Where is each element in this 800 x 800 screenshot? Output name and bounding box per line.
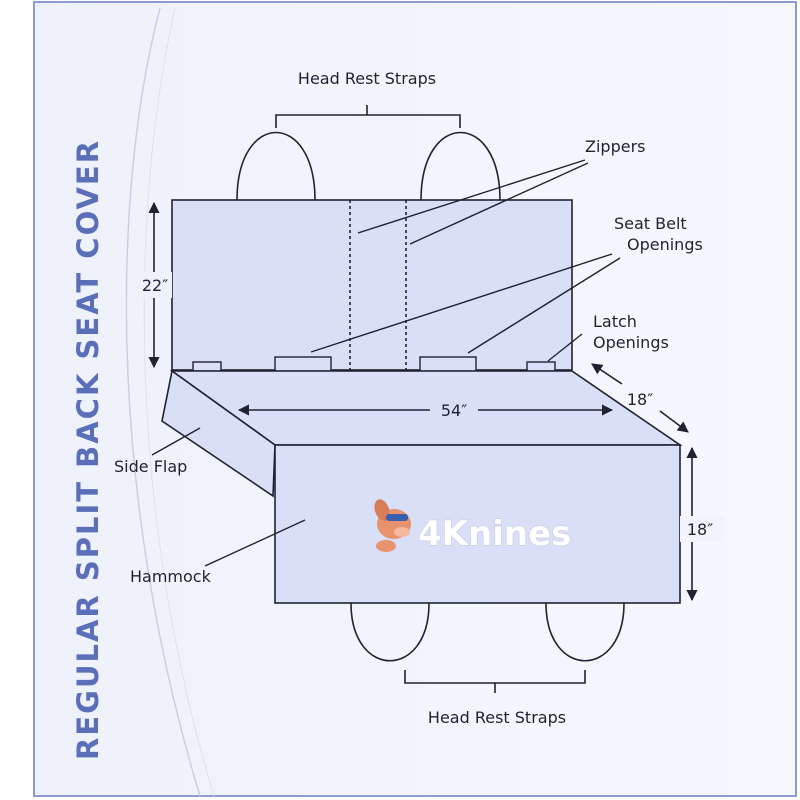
label-head-rest-straps-bottom: Head Rest Straps <box>428 708 566 727</box>
label-head-rest-straps-top: Head Rest Straps <box>298 69 436 88</box>
seat-belt-opening-right <box>419 356 477 372</box>
dimension-hammock-height: 18″ <box>687 520 713 539</box>
decorative-curve <box>125 7 201 797</box>
decorative-curve-2 <box>143 7 215 797</box>
leader-zipper-left <box>357 159 586 234</box>
leader-hammock <box>204 519 306 567</box>
label-zippers: Zippers <box>585 137 645 156</box>
label-hammock: Hammock <box>130 567 212 586</box>
dimension-seat-depth: 18″ <box>627 390 653 409</box>
vertical-title: REGULAR SPLIT BACK SEAT COVER <box>71 139 105 760</box>
dimension-seat-depth-arrow-a <box>591 363 623 385</box>
hammock-panel <box>274 444 681 604</box>
back-panel <box>171 199 573 371</box>
dimension-back-height-gap <box>136 272 172 298</box>
label-seat-belt-line1: Seat Belt <box>614 214 687 233</box>
leader-seat-belt-left <box>310 253 613 353</box>
leader-seat-belt-right <box>467 257 621 354</box>
label-latch-line2: Openings <box>593 333 669 352</box>
dog-mascot-icon <box>374 499 411 552</box>
label-seat-belt-line2: Openings <box>627 235 703 254</box>
head-rest-strap-bottom-left <box>350 602 430 662</box>
label-side-flap: Side Flap <box>114 457 187 476</box>
dimension-back-height: 22″ <box>142 276 168 295</box>
bracket-top <box>275 105 461 128</box>
head-rest-strap-top-left <box>236 131 316 201</box>
dimension-seat-depth-arrow-b <box>659 410 689 433</box>
dimension-hammock-height-gap <box>680 516 724 542</box>
bracket-bottom <box>404 670 586 693</box>
dimension-width-gap <box>430 398 478 422</box>
leader-side-flap <box>151 427 201 456</box>
latch-opening-left <box>192 361 222 372</box>
brand-wordmark: 4Knines <box>418 514 571 554</box>
seat-belt-opening-left <box>274 356 332 372</box>
head-rest-strap-top-right <box>420 131 501 201</box>
dimension-width: 54″ <box>441 401 467 420</box>
side-flap <box>161 369 276 498</box>
head-rest-strap-bottom-right <box>545 602 625 662</box>
leader-zipper-right <box>409 162 589 245</box>
latch-opening-right <box>526 361 556 372</box>
leader-latch <box>547 333 583 362</box>
label-latch-line1: Latch <box>593 312 637 331</box>
